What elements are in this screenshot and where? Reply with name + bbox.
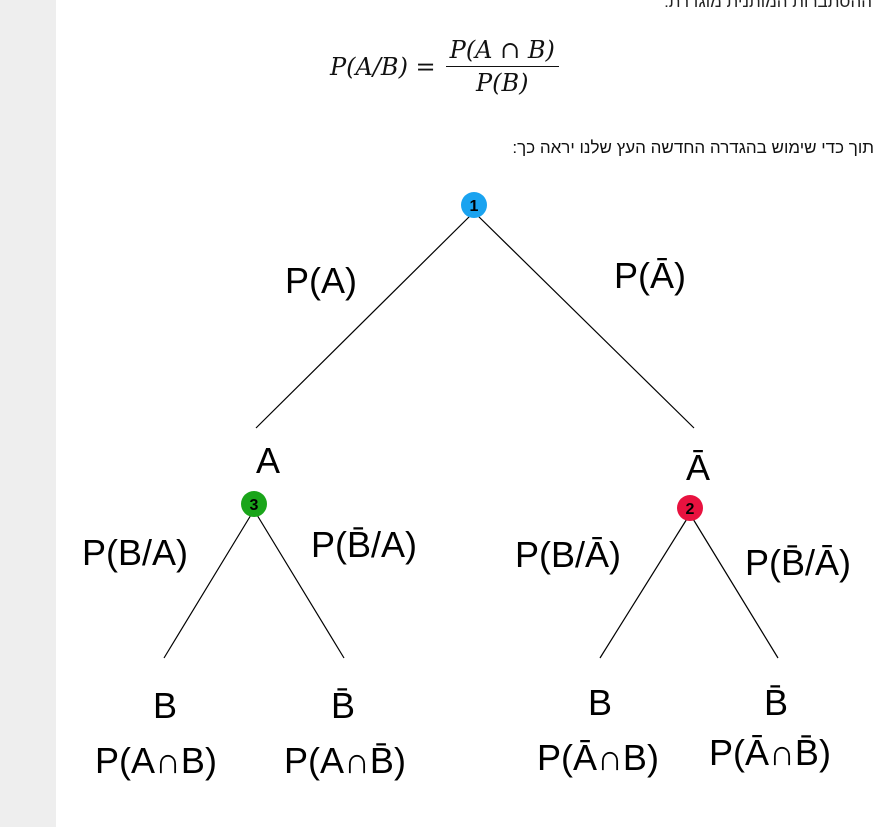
- event-abar: Ā: [686, 447, 710, 488]
- leaf-4-event: B̄: [764, 682, 788, 723]
- leaf-4-probability: P(Ā∩B̄): [709, 732, 831, 773]
- node-1-circle: [461, 192, 487, 218]
- label-p-abar: P(Ā): [614, 255, 686, 296]
- leaf-3-event: B: [588, 682, 612, 723]
- label-p-bbar-given-a: P(B̄/A): [311, 524, 417, 565]
- branch-abar-left: [599, 513, 691, 659]
- leaf-2-event: B̄: [331, 685, 355, 726]
- node-2-circle: [677, 495, 703, 521]
- cutoff-text-line: ההסתברות המותנית מוגדרת:: [664, 0, 872, 11]
- branch-a-right: [253, 509, 345, 659]
- branch-abar-right: [689, 513, 779, 659]
- label-p-a: P(A): [285, 260, 357, 301]
- leaf-1-probability: P(A∩B): [95, 740, 217, 781]
- event-a: A: [256, 440, 280, 481]
- label-p-b-given-abar: P(B/Ā): [515, 534, 621, 575]
- formula-numerator: P(A ∩ B): [445, 36, 559, 67]
- conditional-probability-formula: P(A/B) = P(A ∩ B) P(B): [330, 36, 559, 97]
- leaf-3-probability: P(Ā∩B): [537, 737, 659, 778]
- branch-a-left: [163, 509, 255, 659]
- node-2-number: 2: [686, 501, 695, 518]
- leaf-1-event: B: [153, 685, 177, 726]
- intro-text: תוך כדי שימוש בהגדרה החדשה העץ שלנו יראה…: [512, 138, 874, 157]
- node-1-number: 1: [470, 198, 479, 215]
- branch-root-right: [473, 211, 695, 429]
- left-sidebar: [0, 0, 56, 827]
- tree-branches: [163, 211, 779, 659]
- branch-root-left: [255, 211, 475, 429]
- node-3-number: 3: [250, 497, 259, 514]
- label-p-b-given-a: P(B/A): [82, 532, 188, 573]
- formula-lhs: P(A/B) =: [330, 52, 436, 81]
- leaf-2-probability: P(A∩B̄): [284, 740, 406, 781]
- content-area: ההסתברות המותנית מוגדרת: P(A/B) = P(A ∩ …: [56, 0, 876, 827]
- node-3-circle: [241, 491, 267, 517]
- formula-denominator: P(B): [476, 69, 529, 97]
- formula-fraction: P(A ∩ B) P(B): [445, 36, 559, 97]
- label-p-bbar-given-abar: P(B̄/Ā): [745, 542, 851, 583]
